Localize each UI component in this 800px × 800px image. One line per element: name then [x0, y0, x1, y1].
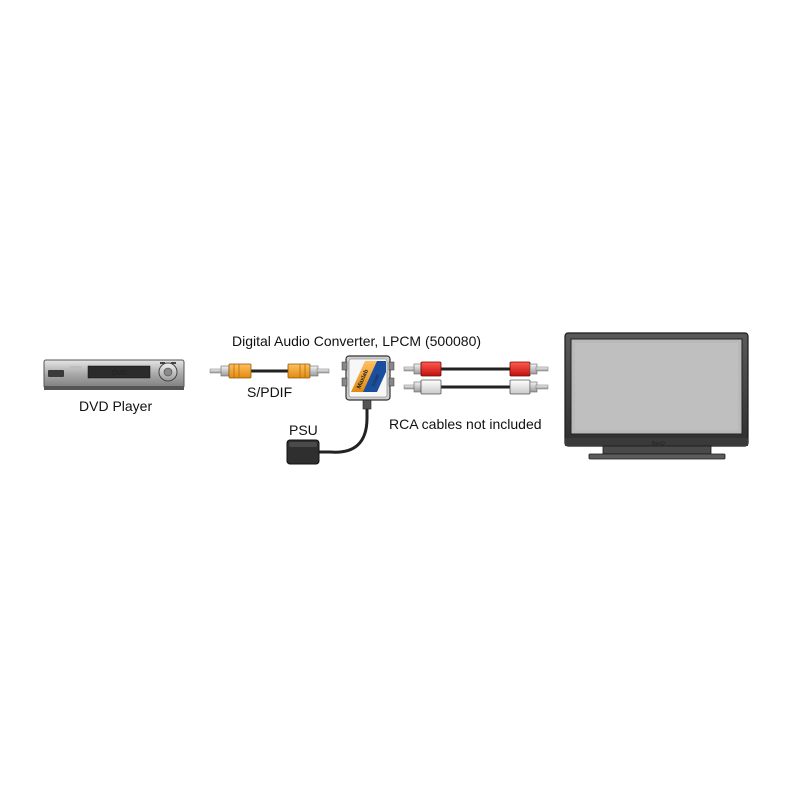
psu-label: PSU	[289, 422, 318, 438]
rca-note-label: RCA cables not included	[389, 416, 542, 432]
converter-model-text: 500080	[370, 372, 380, 387]
coax-cable-icon	[209, 363, 330, 379]
dvd-player-icon: DVD	[43, 359, 185, 390]
diagram-title: Digital Audio Converter, LPCM (500080)	[232, 333, 481, 349]
dvd-player-label: DVD Player	[79, 398, 152, 414]
psu-cable	[318, 406, 369, 454]
rca-cable-icon	[403, 361, 549, 395]
spdif-label: S/PDIF	[247, 384, 292, 400]
tv-brand-text: BenQ	[652, 441, 665, 447]
flat-panel-tv-icon: BenQ	[564, 332, 749, 460]
converter-box-icon: Maxlab 500080	[341, 355, 395, 401]
power-adapter-icon	[286, 439, 320, 465]
dvd-display-text: DVD	[112, 370, 127, 377]
